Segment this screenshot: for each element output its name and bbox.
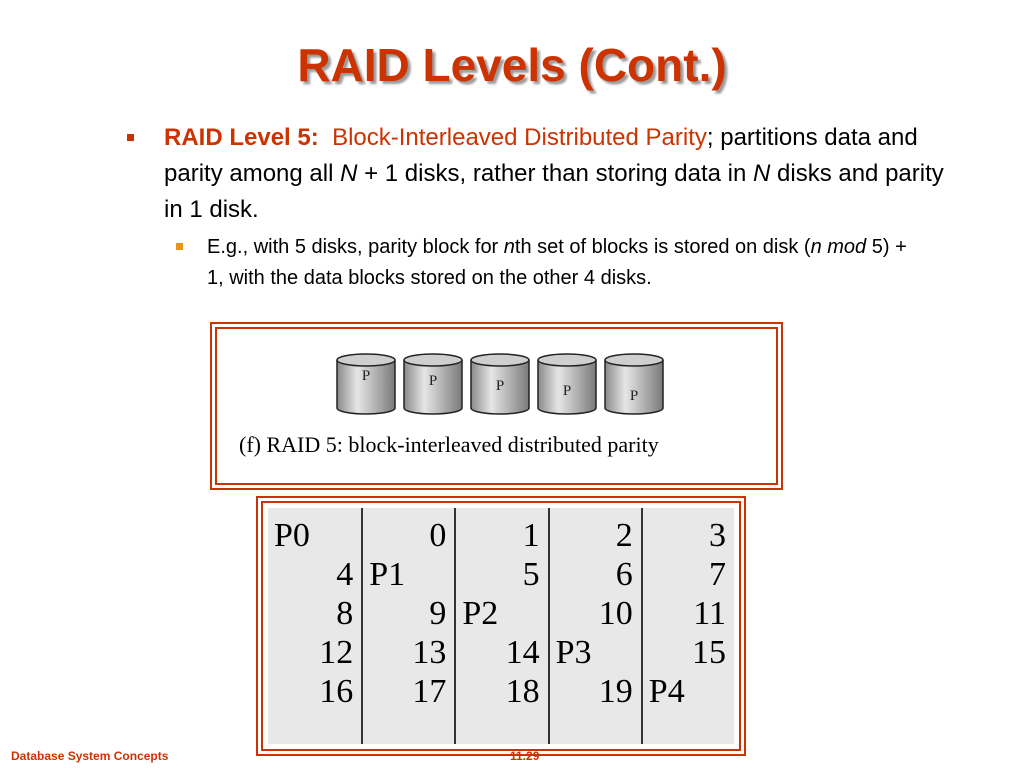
data-block: 16: [319, 673, 354, 710]
footer-page-number: 11.29: [510, 749, 540, 763]
raid5-figure: P P P P P (f) RAID 5: block-interleaved dist…: [210, 322, 783, 490]
figure-inner-border: P P P P P (f) RAID 5: block-interleaved dist…: [215, 327, 778, 485]
data-block: 19: [598, 673, 633, 710]
data-block: 10: [598, 595, 633, 632]
colon: :: [310, 124, 319, 151]
bullet-marker: [127, 134, 134, 141]
data-block: 12: [319, 634, 354, 671]
disk-cylinder: P: [536, 352, 598, 416]
data-block: 18: [505, 673, 540, 710]
parity-label: P: [361, 368, 371, 384]
parity-label: P: [428, 373, 438, 389]
data-block: 0: [429, 517, 447, 554]
sub-bullet-text: E.g., with 5 disks, parity block for: [207, 236, 504, 258]
bullet-text: disks and parity in 1 disk.: [164, 160, 944, 223]
parity-block: P3: [555, 634, 592, 671]
data-block: 7: [708, 556, 726, 593]
parity-label: P: [495, 378, 505, 394]
parity-block: P1: [369, 556, 406, 593]
disk-cylinder: P: [469, 352, 531, 416]
bullet-text: ; partitions data and parity among all: [164, 124, 918, 187]
disk-icon: [604, 353, 664, 415]
data-block: 3: [708, 517, 726, 554]
disk-cylinder: P: [603, 352, 665, 416]
data-block: 14: [505, 634, 540, 671]
bullet-text: + 1 disks, rather than storing data in: [357, 160, 753, 187]
parity-label: P: [562, 383, 572, 399]
data-block: 9: [429, 595, 447, 632]
data-block: 13: [412, 634, 447, 671]
sub-bullet-example: E.g., with 5 disks, parity block for nth…: [207, 232, 927, 294]
disk-icon: [336, 353, 396, 415]
bullet-raid5: RAID Level 5: Block-Interleaved Distribu…: [164, 120, 964, 228]
data-block: 4: [336, 556, 354, 593]
disk-cylinder: P: [402, 352, 464, 416]
disk-icon: [537, 353, 597, 415]
var-n: N: [753, 160, 771, 187]
parity-label: P: [629, 388, 639, 404]
parity-block: P0: [274, 517, 310, 554]
parity-block: P4: [648, 673, 685, 710]
disk-icon: [403, 353, 463, 415]
disk-icon: [470, 353, 530, 415]
sub-bullet-text: th set of blocks is stored on disk (: [514, 236, 811, 258]
figure-caption: (f) RAID 5: block-interleaved distribute…: [239, 432, 659, 457]
parity-block: P2: [462, 595, 499, 632]
disk-cylinder: P: [335, 352, 397, 416]
var-n: n: [503, 236, 515, 258]
data-block: 8: [336, 595, 354, 632]
var-n: N: [340, 160, 358, 187]
data-block: 2: [615, 517, 633, 554]
data-block: 1: [522, 517, 540, 554]
var-mod: n mod: [810, 236, 867, 258]
raid-level-name: RAID Level 5: [164, 124, 311, 151]
sub-bullet-marker: [176, 243, 183, 250]
data-block: 11: [693, 595, 726, 632]
data-block: 6: [615, 556, 633, 593]
data-block: 5: [522, 556, 540, 593]
slide-title: RAID Levels (Cont.): [297, 39, 727, 91]
raid-level-description: Block-Interleaved Distributed Parity: [332, 124, 707, 151]
data-block: 17: [412, 673, 447, 710]
footer-course: Database System Concepts: [11, 749, 169, 763]
data-block: 15: [691, 634, 726, 671]
sub-bullet-text: 5) + 1, with the data blocks stored on t…: [207, 236, 907, 289]
